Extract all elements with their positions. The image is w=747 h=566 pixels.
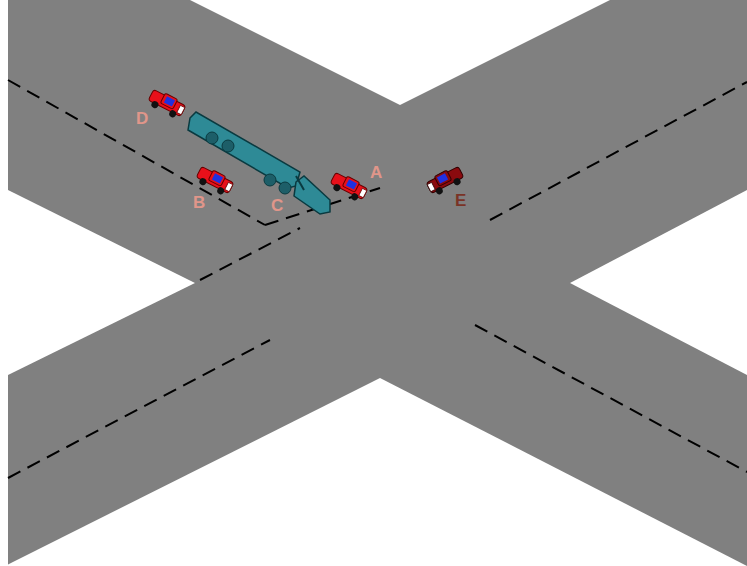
vehicle-label: D bbox=[136, 110, 148, 127]
vehicle-label: A bbox=[370, 164, 382, 181]
vehicle-label: C bbox=[271, 197, 283, 214]
vehicle-label: E bbox=[455, 192, 466, 209]
vehicle-label: B bbox=[193, 194, 205, 211]
